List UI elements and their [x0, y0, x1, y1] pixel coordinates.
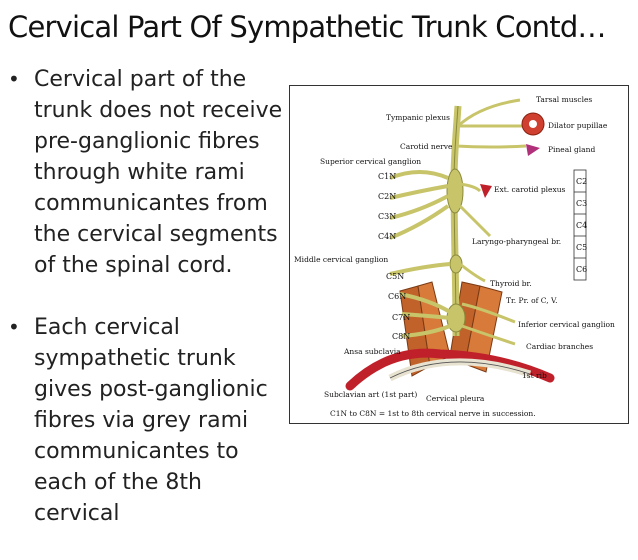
nerve-label-c6: C6N — [388, 292, 406, 301]
pineal-shape — [526, 144, 540, 156]
slide-title: Cervical Part Of Sympathetic Trunk Contd… — [8, 10, 606, 44]
diagram-svg: C2 C3 C4 C5 C6 C1N C2N C3N C4N C5N C6N C… — [294, 95, 615, 418]
nerve-labels: C1N C2N C3N C4N C5N C6N C7N C8N — [378, 172, 410, 341]
label-tympanic: Tympanic plexus — [386, 113, 450, 122]
label-pineal: Pineal gland — [548, 145, 595, 154]
label-laryngo: Laryngo-pharyngeal br. — [472, 237, 561, 246]
segment-label: C3 — [576, 199, 587, 208]
label-tarsal: Tarsal muscles — [536, 95, 592, 104]
sympathetic-trunk-diagram: C2 C3 C4 C5 C6 C1N C2N C3N C4N C5N C6N C… — [289, 85, 629, 424]
figure-caption: C1N to C8N = 1st to 8th cervical nerve i… — [330, 409, 536, 418]
bullet-item: • Each cervical sympathetic trunk gives … — [4, 312, 288, 529]
segment-label: C5 — [576, 243, 587, 252]
label-ansa: Ansa subclavia — [343, 347, 401, 356]
nerve-label-c1: C1N — [378, 172, 396, 181]
label-middle: Middle cervical ganglion — [294, 255, 388, 264]
nerve-label-c2: C2N — [378, 192, 396, 201]
nerve-branches — [455, 98, 527, 346]
label-subclavian: Subclavian art (1st part) — [324, 390, 417, 399]
bullet-dot: • — [8, 315, 20, 339]
nerve-label-c3: C3N — [378, 212, 396, 221]
label-first-rib: 1st rib — [522, 371, 547, 380]
superior-ganglion-shape — [446, 168, 464, 214]
segment-label: C2 — [576, 177, 587, 186]
bullet-item: • Cervical part of the trunk does not re… — [4, 64, 288, 281]
structure-labels: Tarsal muscles Tympanic plexus Dilator p… — [294, 95, 615, 418]
bullet-list: • Cervical part of the trunk does not re… — [4, 64, 288, 560]
bullet-text: Each cervical sympathetic trunk gives po… — [34, 315, 268, 526]
bullet-text: Cervical part of the trunk does not rece… — [34, 67, 283, 278]
pupil-center — [529, 120, 537, 128]
sympathetic-trunk — [446, 105, 466, 337]
bullet-dot: • — [8, 67, 20, 91]
label-cardiac: Cardiac branches — [526, 342, 593, 351]
label-superior: Superior cervical ganglion — [320, 157, 421, 166]
nerve-label-c5: C5N — [386, 272, 404, 281]
ext-carotid-shape — [480, 184, 492, 198]
segment-boxes: C2 C3 C4 C5 C6 — [573, 169, 587, 281]
nerve-label-c8: C8N — [392, 332, 410, 341]
label-carotid: Carotid nerve — [400, 142, 453, 151]
segment-label: C4 — [576, 221, 587, 230]
grey-rami — [389, 170, 452, 338]
nerve-label-c7: C7N — [392, 313, 410, 322]
nerve-label-c4: C4N — [378, 232, 396, 241]
label-ext-carotid: Ext. carotid plexus — [494, 185, 566, 194]
label-trpr: Tr. Pr. of C, V. — [506, 296, 558, 305]
label-dilator: Dilator pupillae — [548, 121, 608, 130]
label-thyroid: Thyroid br. — [490, 279, 532, 288]
subclavian-artery — [345, 348, 555, 391]
label-inferior: Inferior cervical ganglion — [518, 320, 615, 329]
first-rib — [388, 358, 532, 382]
segment-label: C6 — [576, 265, 587, 274]
label-pleura: Cervical pleura — [426, 394, 485, 403]
